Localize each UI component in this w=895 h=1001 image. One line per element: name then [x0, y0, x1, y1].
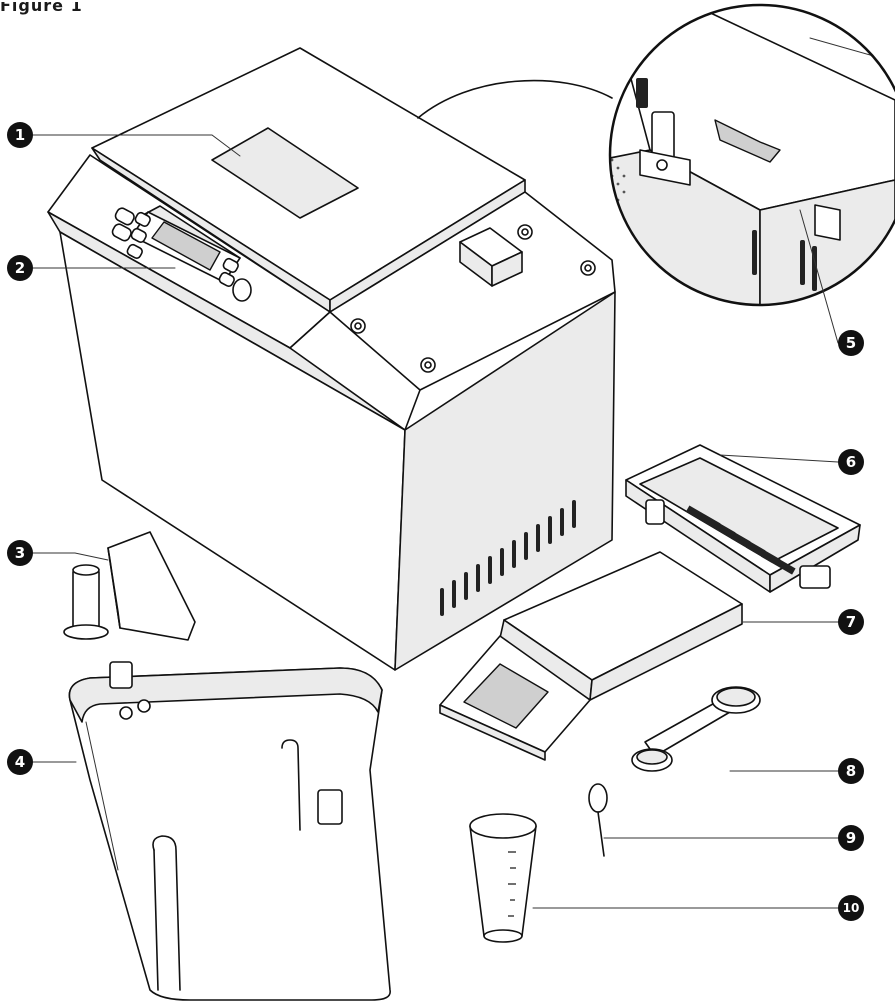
leader-lines: [32, 134, 839, 909]
scale-display: [463, 663, 549, 729]
svg-text:1: 1: [15, 126, 25, 144]
lid-window: [211, 127, 359, 219]
callout-2: 2: [7, 255, 33, 281]
bread-maker-body: [47, 47, 616, 671]
header-fragment: Figure 1: [0, 0, 83, 15]
svg-text:7: 7: [846, 613, 856, 631]
callout-8: 8: [838, 758, 864, 784]
callout-10: 10: [838, 895, 864, 921]
callout-7: 7: [838, 609, 864, 635]
hook-tool: [588, 783, 608, 857]
svg-text:10: 10: [843, 901, 860, 915]
measuring-spoon: [631, 686, 761, 772]
svg-text:5: 5: [846, 334, 856, 352]
kitchen-scale: [439, 551, 743, 761]
svg-text:4: 4: [15, 753, 25, 771]
svg-text:9: 9: [846, 829, 856, 847]
callout-5: 5: [838, 330, 864, 356]
measuring-cup: [469, 813, 537, 943]
bread-pan: [68, 661, 391, 1001]
callout-3: 3: [7, 540, 33, 566]
svg-text:2: 2: [15, 259, 25, 277]
callout-6: 6: [838, 449, 864, 475]
callout-1: 1: [7, 122, 33, 148]
svg-text:8: 8: [846, 762, 856, 780]
side-vents: [440, 500, 576, 616]
control-panel: [111, 205, 252, 302]
dispenser-tray: [625, 444, 861, 593]
lcd-display: [151, 221, 221, 271]
callout-9: 9: [838, 825, 864, 851]
svg-text:3: 3: [15, 544, 25, 562]
kneading-paddle: [63, 531, 196, 641]
callout-4: 4: [7, 749, 33, 775]
svg-text:6: 6: [846, 453, 856, 471]
